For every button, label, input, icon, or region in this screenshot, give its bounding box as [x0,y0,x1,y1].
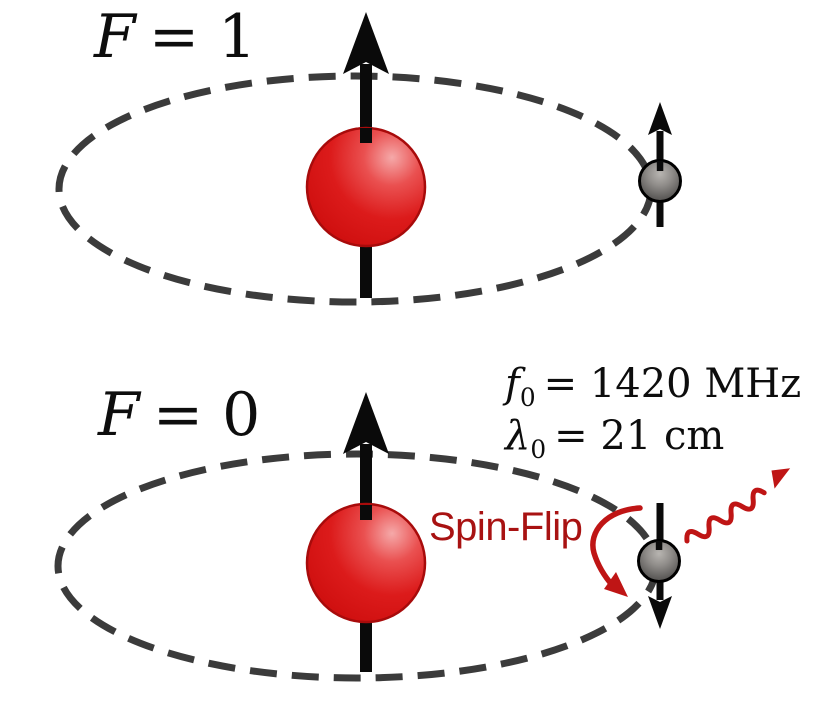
electron-arrow-shaft-stub-bottom [655,541,663,550]
frequency-subscript: 0 [519,383,536,412]
arrowhead-northeast-icon [771,468,791,489]
state-symbol: F [94,2,136,72]
frequency-line: f0= 1420 MHz [505,358,801,410]
arrowhead-southeast-icon [604,572,628,597]
spin-flip-curved-arrow [590,505,643,597]
proton-arrow-shaft-stub-top [360,128,372,143]
wavelength-subscript: 0 [530,435,547,464]
arrowhead-down-icon [648,596,672,629]
arrowhead-up-icon [343,12,389,74]
frequency-symbol: f [505,361,520,407]
wavelength-symbol: λ [505,413,531,459]
state-label-f1: F= 1 [94,2,256,72]
electron-arrow-shaft-stub-top [656,161,664,171]
proton-sphere-top [305,126,427,248]
state-value: = 0 [152,380,261,450]
spin-flip-label: Spin-Flip [429,505,583,549]
electron-sphere-bottom [637,539,681,583]
frequency-value: = 1420 MHz [543,361,802,407]
wavelength-value: = 21 cm [554,413,725,459]
proton-sphere-bottom [305,502,427,624]
proton-arrow-shaft-stub-bottom [360,505,372,520]
panel-f1 [55,12,682,306]
wavelength-line: λ0= 21 cm [505,410,801,462]
electron-sphere-top [638,159,682,203]
photon-properties: f0= 1420 MHz λ0= 21 cm [505,358,801,462]
photon-wavy-arrow [684,468,791,544]
state-label-f0: F= 0 [98,380,260,450]
arrowhead-up-icon [648,102,672,135]
arrowhead-up-icon [343,392,389,454]
state-symbol: F [98,380,140,450]
panel-f0 [54,392,791,682]
state-value: = 1 [148,2,257,72]
